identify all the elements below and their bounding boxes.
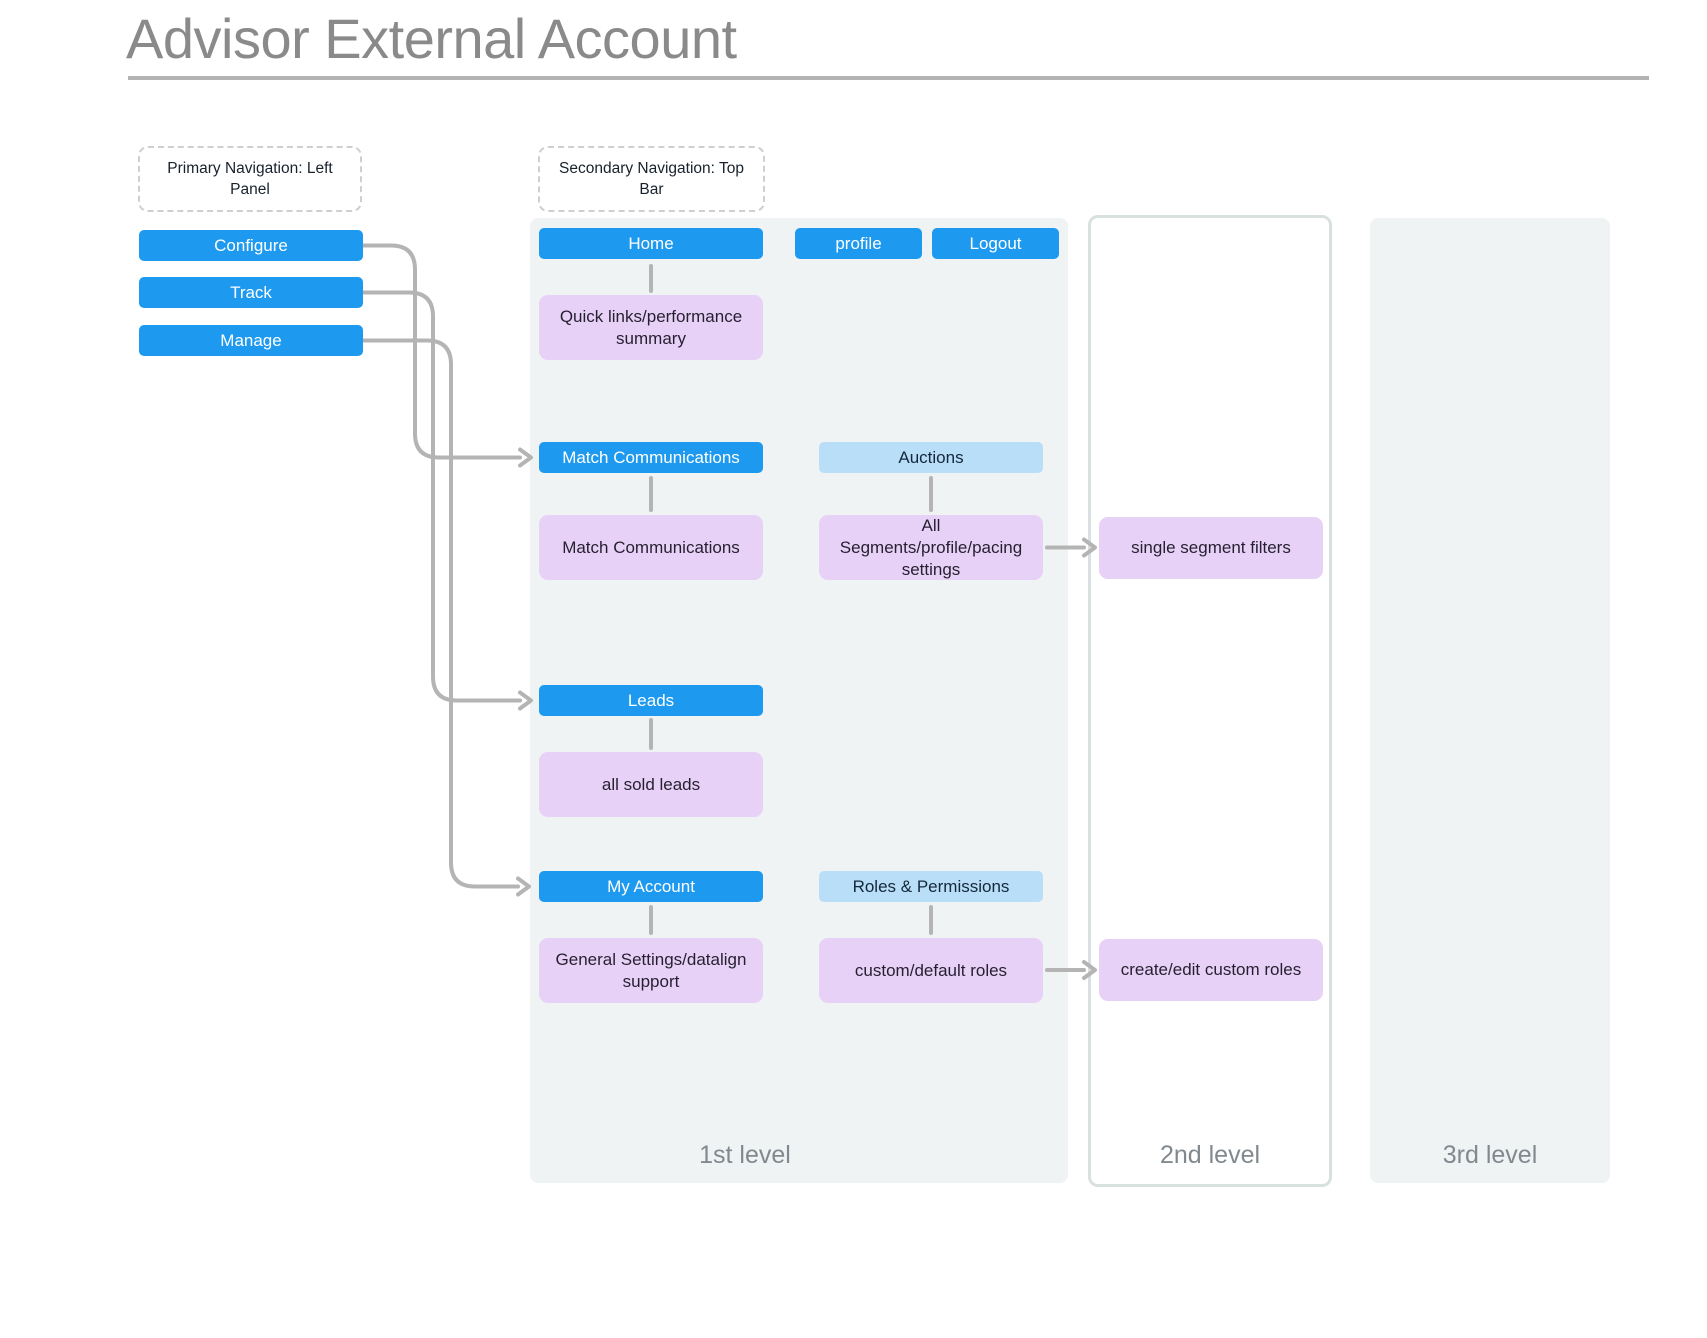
custom-default-roles-node[interactable]: custom/default roles: [819, 938, 1043, 1003]
primary-nav-annotation[interactable]: Primary Navigation: Left Panel: [138, 146, 362, 212]
leads-button[interactable]: Leads: [539, 685, 763, 716]
nav-button-configure[interactable]: Configure: [139, 230, 363, 261]
level3-label: 3rd level: [1442, 1141, 1538, 1169]
match-communications-button[interactable]: Match Communications: [539, 442, 763, 473]
roles-permissions-tab[interactable]: Roles & Permissions: [819, 871, 1043, 902]
secondary-nav-annotation[interactable]: Secondary Navigation: Top Bar: [538, 146, 765, 212]
my-account-button[interactable]: My Account: [539, 871, 763, 902]
create-edit-custom-roles-node[interactable]: create/edit custom roles: [1099, 939, 1323, 1001]
level2-label: 2nd level: [1159, 1141, 1261, 1169]
auctions-tab[interactable]: Auctions: [819, 442, 1043, 473]
level2-panel: [1088, 215, 1332, 1187]
nav-button-track[interactable]: Track: [139, 277, 363, 308]
single-segment-filters-node[interactable]: single segment filters: [1099, 517, 1323, 579]
page-title: Advisor External Account: [126, 7, 737, 70]
quick-links-node[interactable]: Quick links/performance summary: [539, 295, 763, 360]
nav-button-manage[interactable]: Manage: [139, 325, 363, 356]
level1-label: 1st level: [699, 1141, 791, 1169]
match-communications-node[interactable]: Match Communications: [539, 515, 763, 580]
segments-settings-node[interactable]: All Segments/profile/pacing settings: [819, 515, 1043, 580]
logout-button[interactable]: Logout: [932, 228, 1059, 259]
profile-button[interactable]: profile: [795, 228, 922, 259]
level3-panel: [1370, 218, 1610, 1183]
sold-leads-node[interactable]: all sold leads: [539, 752, 763, 817]
general-settings-node[interactable]: General Settings/datalign support: [539, 938, 763, 1003]
home-button[interactable]: Home: [539, 228, 763, 259]
title-underline: [128, 76, 1649, 80]
